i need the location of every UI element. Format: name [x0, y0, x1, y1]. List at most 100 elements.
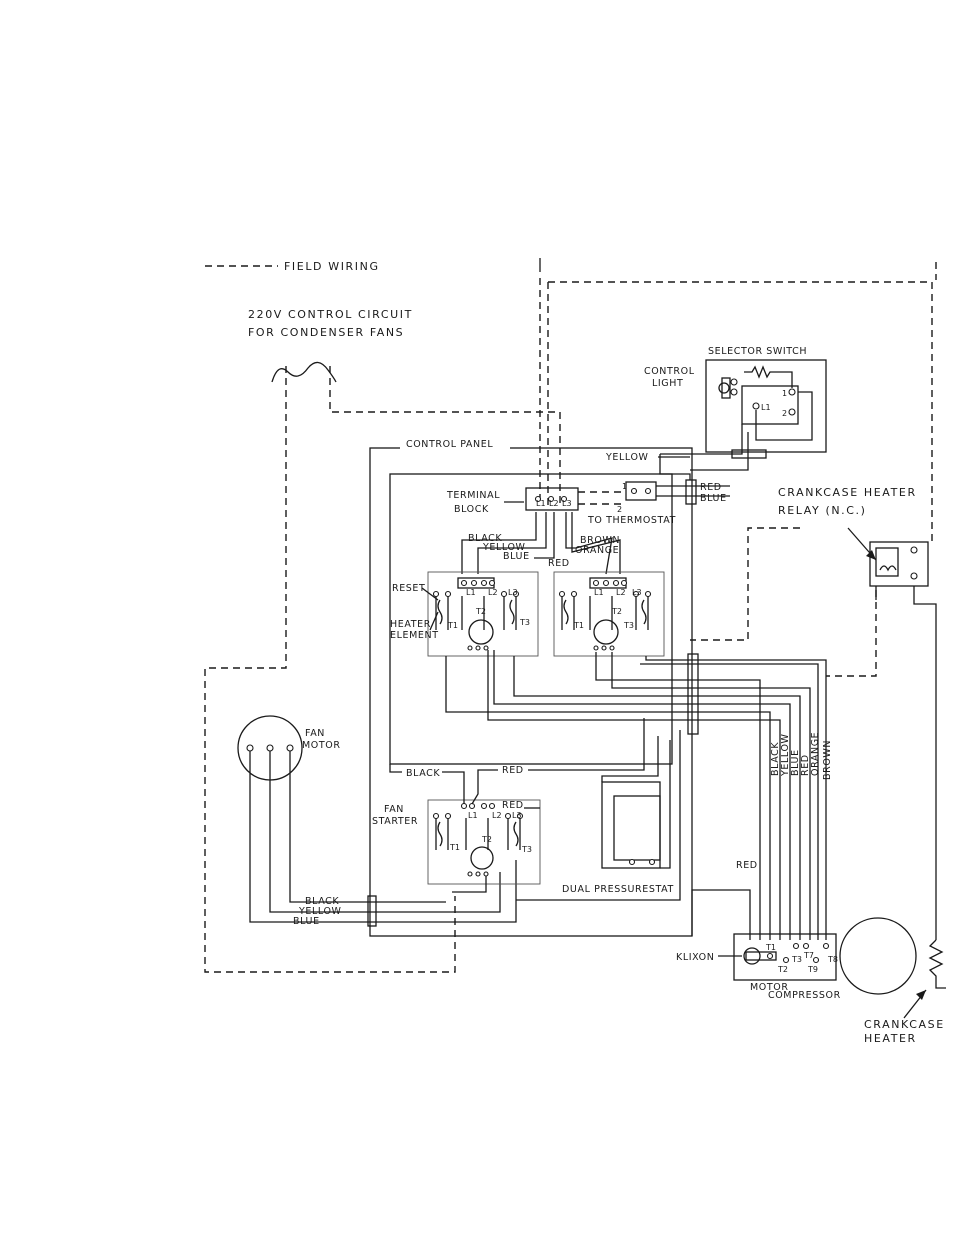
motor-starter-2-box	[553, 571, 665, 657]
relay-terminal	[910, 546, 918, 554]
selector-wire	[659, 454, 691, 480]
conduit-bushing	[731, 449, 767, 459]
fan-starter-wire	[389, 764, 402, 773]
wire-label-brown: BROWN	[580, 535, 620, 546]
pressurestat-terminal	[648, 858, 656, 866]
fan-starter-red-wire	[471, 769, 498, 805]
ms2-l1: L1	[594, 588, 604, 597]
pressurestat-wire	[601, 736, 659, 782]
klixon-label: KLIXON	[676, 952, 714, 963]
klixon-icon	[743, 947, 761, 965]
fan-starter-label-1: FAN	[384, 804, 404, 815]
comp-t8: T8	[827, 955, 838, 964]
fan-starter-red-run	[528, 718, 645, 771]
thermostat-2: 2	[617, 505, 622, 514]
wire-label-blue-2: BLUE	[503, 551, 530, 562]
reset-label: RESET	[392, 583, 425, 594]
reset-leader	[421, 587, 439, 601]
crankcase-relay-label-2: RELAY (N.C.)	[778, 504, 867, 517]
thermostat-terminals	[625, 481, 657, 501]
fan-starter-black-label: BLACK	[406, 768, 440, 779]
fan-starter-label-2: STARTER	[372, 816, 418, 827]
comp-t9: T9	[807, 965, 818, 974]
heater-leader	[429, 611, 439, 631]
black-wire	[461, 512, 537, 574]
fan-wire-label-yellow: YELLOW	[298, 906, 342, 917]
conduit-bushing	[687, 653, 699, 735]
compressor-terminal	[782, 956, 790, 964]
fan-blue-wire	[249, 751, 517, 923]
heater-element-label-2: ELEMENT	[390, 630, 439, 641]
selector-terminal	[788, 388, 796, 396]
fan-wire-label-black: BLACK	[305, 896, 339, 907]
fs-t2: T2	[481, 835, 492, 844]
cable-label-red: RED	[800, 754, 811, 776]
selector-terminal	[730, 388, 738, 396]
cable-label-orange: ORANGE	[810, 732, 821, 776]
orange-wire	[571, 512, 621, 574]
relay-coil-winding	[879, 565, 897, 572]
fan-yellow-wire	[269, 751, 501, 913]
field-wiring-legend: FIELD WIRING	[284, 260, 380, 273]
ms1-l2: L2	[488, 588, 498, 597]
comp-t2: T2	[777, 965, 788, 974]
relay-terminal	[910, 572, 918, 580]
fan-starter-wire	[452, 876, 487, 893]
relay-coil	[875, 547, 899, 577]
crankcase-heater-label-2: HEATER	[864, 1032, 917, 1045]
wire-label-orange: ORANGE	[575, 545, 619, 556]
dual-pressurestat-outer	[601, 781, 661, 869]
ms1-t2: T2	[475, 607, 486, 616]
crankcase-relay-box	[869, 541, 929, 587]
compressor-red-wire	[691, 889, 751, 940]
brown-wire	[565, 512, 613, 575]
fs-l3: L3	[512, 811, 522, 820]
thermostat-terminal	[630, 487, 638, 495]
cable-label-black: BLACK	[770, 742, 781, 776]
breakaway-symbol	[271, 361, 337, 383]
cable-label-yellow: YELLOW	[780, 733, 791, 777]
dual-pressurestat	[613, 795, 661, 861]
fan-wire-label-blue: BLUE	[293, 916, 320, 927]
crankcase-relay-label-1: CRANKCASE HEATER	[778, 486, 917, 499]
dual-pressurestat-label: DUAL PRESSURESTAT	[562, 884, 674, 895]
conduit-bushing	[367, 895, 377, 927]
heater-element-label-1: HEATER	[390, 619, 431, 630]
compressor-terminal-box	[733, 933, 837, 981]
ms1-l1: L1	[466, 588, 476, 597]
selector-switch-contacts	[741, 385, 799, 425]
tb-l2: L2	[549, 499, 559, 508]
fan-starter-red-label: RED	[502, 800, 524, 811]
ms1-t3: T3	[519, 618, 530, 627]
blue-wire	[534, 512, 555, 559]
selector-wire	[690, 432, 749, 471]
motor-compressor-label-2: COMPRESSOR	[768, 990, 841, 1001]
tb-l1: L1	[536, 499, 546, 508]
fs-t1: T1	[449, 843, 460, 852]
fan-starter-box	[427, 799, 541, 885]
circuit-title-line1: 220V CONTROL CIRCUIT	[248, 308, 413, 321]
comp-t3: T3	[791, 955, 802, 964]
terminal-block	[525, 487, 579, 511]
circuit-title-line2: FOR CONDENSER FANS	[248, 326, 404, 339]
compressor-terminal	[766, 952, 774, 960]
pressurestat-wire	[660, 740, 671, 869]
wire-label-red-2: RED	[548, 558, 570, 569]
compressor-terminal	[802, 942, 810, 950]
inner-wiring-loop	[389, 473, 673, 765]
control-panel-label: CONTROL PANEL	[406, 439, 493, 450]
fan-starter-black-wire	[442, 771, 465, 804]
fs-t3: T3	[521, 845, 532, 854]
ms2-t2: T2	[611, 607, 622, 616]
fan-motor-terminal	[246, 744, 254, 752]
selector-l1: L1	[761, 403, 771, 412]
wire-label-red: RED	[700, 482, 722, 493]
motor-starter-1	[432, 577, 520, 651]
selector-terminal	[752, 402, 760, 410]
conduit-bushing	[685, 479, 697, 505]
selector-pos-1: 1	[782, 389, 787, 398]
terminal-screw	[560, 495, 568, 503]
comp-t1: T1	[765, 943, 776, 952]
ms2-l3: L3	[632, 588, 642, 597]
relay-leader-arrow	[866, 550, 876, 560]
